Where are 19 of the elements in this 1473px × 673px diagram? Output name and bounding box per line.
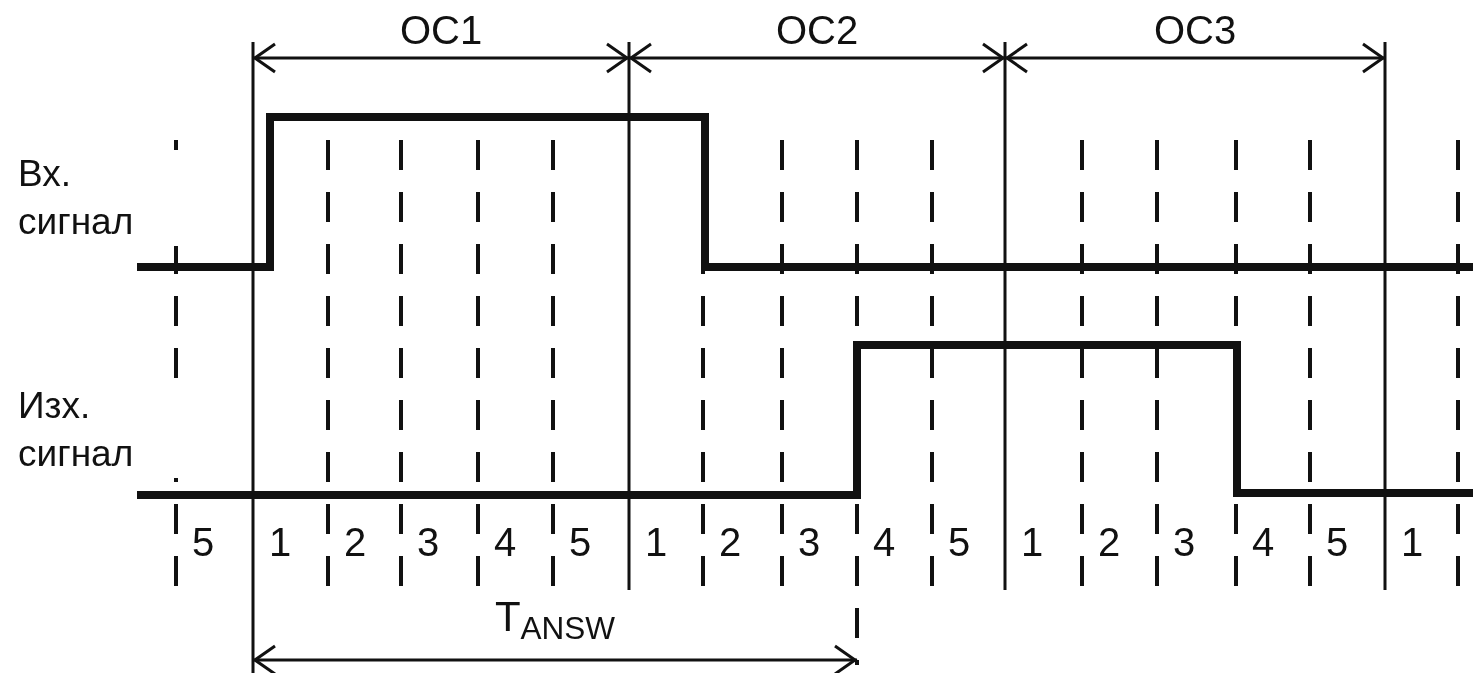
slot-number: 2: [344, 520, 367, 564]
slot-number: 4: [494, 520, 517, 564]
slot-number: 1: [645, 520, 668, 564]
slot-number: 2: [719, 520, 742, 564]
slot-number: 1: [269, 520, 292, 564]
slot-number: 4: [873, 520, 896, 564]
slot-number: 5: [948, 520, 971, 564]
slot-number: 1: [1401, 520, 1424, 564]
slot-number: 1: [1021, 520, 1044, 564]
slot-number: 5: [1326, 520, 1349, 564]
slot-number: 5: [569, 520, 592, 564]
slot-number: 2: [1098, 520, 1121, 564]
slot-number: 3: [417, 520, 440, 564]
signal-label: Вх. сигнал: [18, 150, 178, 246]
time-label: T$_{ANSW}$: [494, 594, 616, 640]
slot-number: 3: [1173, 520, 1196, 564]
slot-number: 4: [1252, 520, 1275, 564]
slot-number: 3: [798, 520, 821, 564]
slot-number: 5: [192, 520, 215, 564]
